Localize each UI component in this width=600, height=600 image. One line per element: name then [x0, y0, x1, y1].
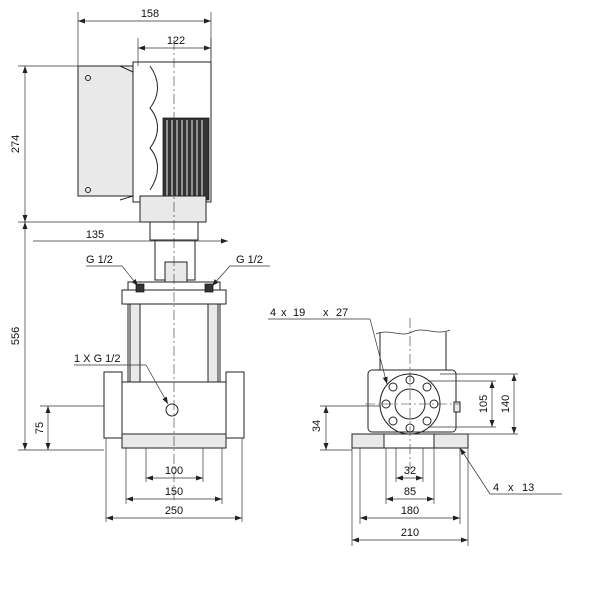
port-label-right: G 1/2 [211, 254, 270, 287]
dim-150-label: 150 [165, 486, 183, 498]
dim-base-inner: 100 [145, 448, 204, 482]
dim-210-label: 210 [401, 527, 419, 539]
dim-180-label: 180 [401, 505, 419, 517]
flange-hole [388, 382, 398, 392]
dim-side-base-holes: 180 [359, 448, 461, 524]
motor [77, 61, 212, 223]
flange-x2: x [323, 307, 329, 319]
dim-556-label: 556 [10, 327, 22, 345]
dim-motor-height: 274 [10, 65, 140, 223]
flange-bolt: 19 [293, 307, 305, 319]
side-drain-nub [453, 401, 461, 413]
dim-motor-mount: 122 [137, 35, 212, 66]
base-hole-x: x [508, 482, 514, 494]
base-hole-callout: 4 x 13 [459, 447, 562, 495]
dim-250-label: 250 [165, 505, 183, 517]
base-hole-dia: 13 [522, 482, 534, 494]
vent-plug-left [135, 283, 145, 293]
port-label-left: G 1/2 [86, 254, 139, 287]
coupling-hub [164, 261, 188, 285]
dim-85-label: 85 [404, 486, 416, 498]
side-sleeve [379, 332, 447, 375]
dim-total-height: 556 [10, 222, 104, 451]
side-flange-body [367, 369, 457, 433]
dim-side-base-width: 210 [351, 448, 469, 546]
dim-base-holes: 150 [125, 448, 223, 504]
dim-135-label: 135 [86, 229, 104, 241]
dim-flange-height: 34 [311, 405, 380, 451]
port-left-label: G 1/2 [86, 254, 113, 266]
flange-count: 4 [270, 307, 276, 319]
dim-bore: 32 [395, 448, 424, 482]
dim-motor-width: 158 [77, 8, 212, 68]
dim-140-label: 140 [500, 395, 512, 413]
front-view: 158 122 274 135 556 [10, 8, 270, 522]
flange-hole [388, 416, 398, 426]
flange-bolt-len: 27 [336, 307, 348, 319]
drain-port-label: 1 X G 1/2 [74, 353, 169, 405]
side-break-line [375, 329, 451, 335]
motor-cooling-fins [162, 117, 210, 201]
dim-base-width: 250 [105, 438, 243, 522]
motor-screw-top [85, 75, 91, 81]
side-base-center [383, 433, 435, 449]
base-hole-count: 4 [493, 482, 499, 494]
dim-158-label: 158 [141, 8, 159, 20]
dim-34-label: 34 [311, 420, 323, 432]
drain-plug [165, 403, 179, 417]
dim-flange-pcd: 105 [428, 380, 496, 428]
flange-hole [422, 416, 432, 426]
dim-hole-spacing: 85 [385, 448, 435, 504]
side-view: 4 x 19 x 27 105 140 34 [268, 307, 562, 546]
flange-hole [422, 382, 432, 392]
dim-base-offset: 135 [33, 229, 228, 244]
dim-32-label: 32 [404, 465, 416, 477]
flange-callout: 4 x 19 x 27 [268, 307, 388, 385]
dim-274-label: 274 [10, 135, 22, 153]
motor-cover-edge [119, 65, 134, 201]
flange-x1: x [281, 307, 287, 319]
dim-flange-od: 140 [440, 373, 518, 435]
outlet-flange [225, 371, 245, 439]
vent-plug-right [204, 283, 214, 293]
inlet-flange [103, 371, 123, 439]
drain-port-text: 1 X G 1/2 [74, 353, 120, 365]
dim-105-label: 105 [478, 395, 490, 413]
port-right-label: G 1/2 [236, 254, 263, 266]
dim-inlet-height: 75 [34, 405, 104, 450]
dim-75-label: 75 [34, 422, 46, 434]
motor-terminal-box [77, 65, 134, 197]
motor-screw-bottom [85, 187, 91, 193]
motor-flange [139, 195, 207, 223]
dim-122-label: 122 [167, 35, 185, 47]
dim-100-label: 100 [165, 465, 183, 477]
motor-cable-outline [149, 65, 158, 191]
